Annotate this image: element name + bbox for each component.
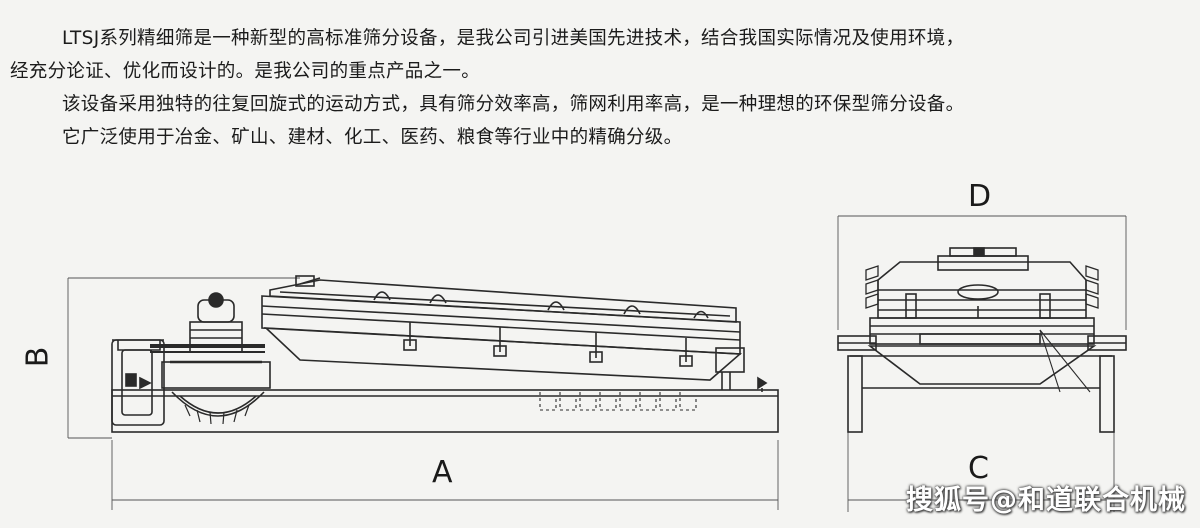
end-view-leg-left bbox=[847, 355, 863, 433]
end-view bbox=[837, 215, 1127, 512]
end-view-inlet bbox=[957, 284, 999, 300]
intro-line-4: 它广泛使用于冶金、矿山、建材、化工、医药、粮食等行业中的精确分级。 bbox=[62, 127, 683, 148]
dimension-label-b: B bbox=[20, 346, 56, 368]
dimension-label-d: D bbox=[968, 179, 992, 214]
end-view-inlet-cover bbox=[937, 255, 1029, 271]
dimension-label-a: A bbox=[432, 455, 453, 490]
discharge-hoppers bbox=[539, 392, 697, 411]
side-view-dimension-lines bbox=[67, 277, 779, 510]
watermark: 搜狐号@和道联合机械 bbox=[906, 485, 1186, 516]
dimension-label-c: C bbox=[968, 451, 989, 486]
drive-housing bbox=[161, 361, 271, 389]
end-view-hopper bbox=[867, 345, 1097, 385]
sieve-box bbox=[261, 275, 768, 392]
intro-line-3: 该设备采用独特的往复回旋式的运动方式，具有筛分效率高，筛网利用率高，是一种理想的… bbox=[62, 94, 965, 115]
end-view-leg-right bbox=[1099, 355, 1115, 433]
end-view-dimension-lines bbox=[837, 215, 1127, 512]
intro-line-2: 经充分论证、优化而设计的。是我公司的重点产品之一。 bbox=[10, 61, 481, 82]
intro-text: LTSJ系列精细筛是一种新型的高标准筛分设备，是我公司引进美国先进技术，结合我国… bbox=[10, 22, 1195, 154]
intro-line-1: LTSJ系列精细筛是一种新型的高标准筛分设备，是我公司引进美国先进技术，结合我国… bbox=[62, 28, 965, 49]
end-view-sieve-body bbox=[869, 317, 1095, 345]
machine-drawing bbox=[67, 215, 1127, 512]
side-view bbox=[67, 275, 779, 510]
